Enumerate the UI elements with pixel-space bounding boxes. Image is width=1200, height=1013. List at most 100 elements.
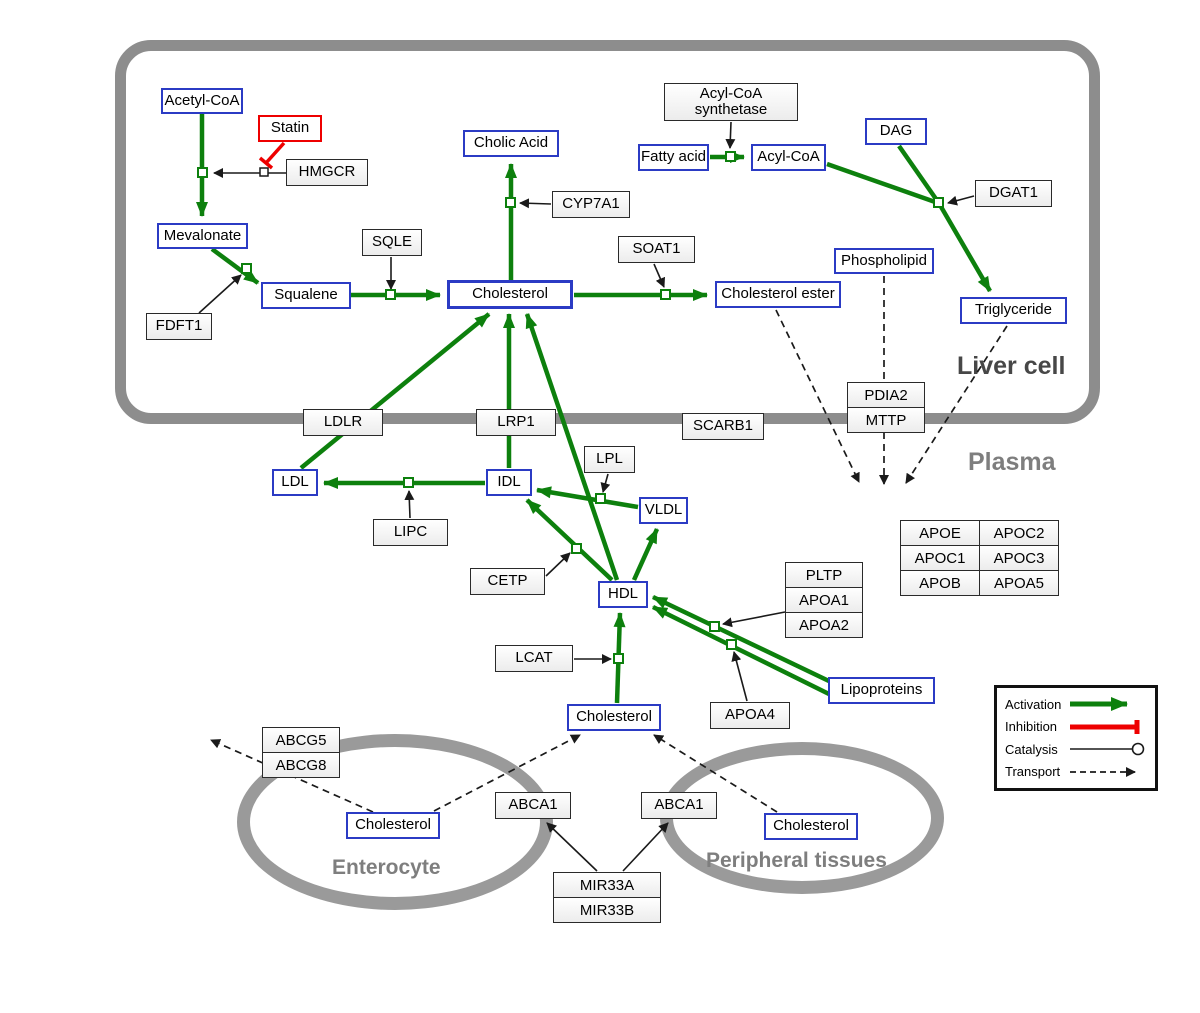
inhibition-tbar-icon (1070, 719, 1140, 734)
metabolite-hdl[interactable]: HDL (598, 581, 648, 608)
plasma-label: Plasma (968, 448, 1056, 476)
transporter-abcg5[interactable]: ABCG5 (262, 727, 340, 753)
inhibitor-statin[interactable]: Statin (258, 115, 322, 142)
edge-pltp-apoa-catalysis (722, 611, 786, 628)
protein-apoa2[interactable]: APOA2 (785, 612, 863, 638)
mirna-mir33a[interactable]: MIR33A (553, 872, 661, 898)
protein-apob[interactable]: APOB (900, 570, 980, 596)
enzyme-soat1[interactable]: SOAT1 (618, 236, 695, 263)
edge-hdl-to-cholesterol (524, 313, 620, 581)
catalysis-circle-icon (1070, 743, 1145, 756)
metabolite-acyl-coa[interactable]: Acyl-CoA (751, 144, 826, 171)
protein-pltp[interactable]: PLTP (785, 562, 863, 588)
metabolite-cholesterol-ester[interactable]: Cholesterol ester (715, 281, 841, 308)
edge-lipoproteins-to-hdl-upper (652, 594, 832, 685)
metabolite-phospholipid[interactable]: Phospholipid (834, 248, 934, 274)
metabolite-squalene[interactable]: Squalene (261, 282, 351, 309)
protein-apoa1[interactable]: APOA1 (785, 587, 863, 613)
reaction-node-acs (725, 151, 736, 162)
legend-row-transport: Transport (1005, 761, 1147, 783)
metabolite-cholesterol-peripheral[interactable]: Cholesterol (764, 813, 858, 840)
protein-mttp[interactable]: MTTP (847, 407, 925, 433)
transporter-abca1-peripheral[interactable]: ABCA1 (641, 792, 717, 819)
metabolite-cholesterol-plasma[interactable]: Cholesterol (567, 704, 661, 731)
reaction-node-lcat (613, 653, 624, 664)
reaction-node-sqle (385, 289, 396, 300)
protein-apoe[interactable]: APOE (900, 520, 980, 546)
legend-activation-label: Activation (1005, 696, 1062, 712)
edge-apoa4-catalysis (731, 651, 748, 702)
edge-fdft1-catalysis (198, 274, 242, 314)
reaction-node-hmgcr (197, 167, 208, 178)
edge-soat1-catalysis (653, 263, 665, 288)
edge-vldl-to-idl (536, 486, 639, 510)
edge-mevalonate-to-squalene (210, 247, 260, 285)
edge-dgat1-junction-to-triglyceride (938, 203, 992, 293)
enzyme-sqle[interactable]: SQLE (362, 229, 422, 256)
legend-row-inhibition: Inhibition (1005, 716, 1147, 738)
receptor-scarb1[interactable]: SCARB1 (682, 413, 764, 440)
edge-hdl-to-vldl (631, 528, 660, 581)
peripheral-tissues-label: Peripheral tissues (706, 849, 887, 872)
mirna-mir33b[interactable]: MIR33B (553, 897, 661, 923)
metabolite-ldl[interactable]: LDL (272, 469, 318, 496)
edge-cetp-catalysis (545, 552, 571, 577)
edge-lipoproteins-to-hdl-lower (652, 604, 832, 698)
edge-hdl-to-idl (525, 498, 614, 582)
reaction-node-apoa4 (726, 639, 737, 650)
enterocyte-label: Enterocyte (332, 856, 441, 879)
protein-apoa4[interactable]: APOA4 (710, 702, 790, 729)
enzyme-cyp7a1[interactable]: CYP7A1 (552, 191, 630, 218)
statin-junction-node (259, 167, 269, 177)
receptor-ldlr[interactable]: LDLR (303, 409, 383, 436)
enzyme-lipc[interactable]: LIPC (373, 519, 448, 546)
enzyme-lpl[interactable]: LPL (584, 446, 635, 473)
receptor-lrp1[interactable]: LRP1 (476, 409, 556, 436)
protein-apoc2[interactable]: APOC2 (979, 520, 1059, 546)
enzyme-acyl-coa-synthetase[interactable]: Acyl-CoA synthetase (664, 83, 798, 121)
reaction-node-fdft1 (241, 263, 252, 274)
activation-arrow-icon (1070, 697, 1128, 711)
protein-pdia2[interactable]: PDIA2 (847, 382, 925, 408)
edge-statin-inhibits-hmgcr (264, 141, 286, 165)
legend-catalysis-label: Catalysis (1005, 741, 1058, 757)
metabolite-cholesterol-enterocyte[interactable]: Cholesterol (346, 812, 440, 839)
transporter-abca1-enterocyte[interactable]: ABCA1 (495, 792, 571, 819)
metabolite-triglyceride[interactable]: Triglyceride (960, 297, 1067, 324)
metabolite-idl[interactable]: IDL (486, 469, 532, 496)
reaction-node-pltp (709, 621, 720, 632)
edge-dag-to-dgat1-junction (897, 144, 938, 201)
legend-row-activation: Activation (1005, 693, 1147, 715)
metabolite-vldl[interactable]: VLDL (639, 497, 688, 524)
liver-cell-compartment (115, 40, 1100, 424)
apolipoprotein-table: APOE APOC2 APOC1 APOC3 APOB APOA5 (900, 520, 1059, 596)
metabolite-fatty-acid[interactable]: Fatty acid (638, 144, 709, 171)
transporter-abcg8[interactable]: ABCG8 (262, 752, 340, 778)
edge-cyp7a1-catalysis (519, 198, 552, 209)
enzyme-fdft1[interactable]: FDFT1 (146, 313, 212, 340)
edge-mir33-to-abca1-right (622, 822, 669, 872)
metabolite-acetyl-coa[interactable]: Acetyl-CoA (161, 88, 243, 114)
enzyme-hmgcr[interactable]: HMGCR (286, 159, 368, 186)
enzyme-cetp[interactable]: CETP (470, 568, 545, 595)
legend-transport-label: Transport (1005, 764, 1061, 780)
reaction-node-soat1 (660, 289, 671, 300)
metabolite-cholic-acid[interactable]: Cholic Acid (463, 130, 559, 157)
metabolite-lipoproteins[interactable]: Lipoproteins (828, 677, 935, 704)
legend-row-catalysis: Catalysis (1005, 738, 1147, 760)
reaction-node-dgat1 (933, 197, 944, 208)
enzyme-dgat1[interactable]: DGAT1 (975, 180, 1052, 207)
metabolite-dag[interactable]: DAG (865, 118, 927, 145)
metabolite-cholesterol-liver[interactable]: Cholesterol (447, 280, 573, 309)
enzyme-lcat[interactable]: LCAT (495, 645, 573, 672)
statin-inhibition-bar (258, 156, 274, 170)
protein-apoa5[interactable]: APOA5 (979, 570, 1059, 596)
stack-pltp-apoa1-apoa2: PLTP APOA1 APOA2 (785, 562, 863, 638)
edge-acylcoasynthetase-catalysis (725, 121, 736, 149)
protein-apoc1[interactable]: APOC1 (900, 545, 980, 571)
protein-apoc3[interactable]: APOC3 (979, 545, 1059, 571)
metabolite-mevalonate[interactable]: Mevalonate (157, 223, 248, 249)
edge-lipc-catalysis (404, 490, 415, 519)
